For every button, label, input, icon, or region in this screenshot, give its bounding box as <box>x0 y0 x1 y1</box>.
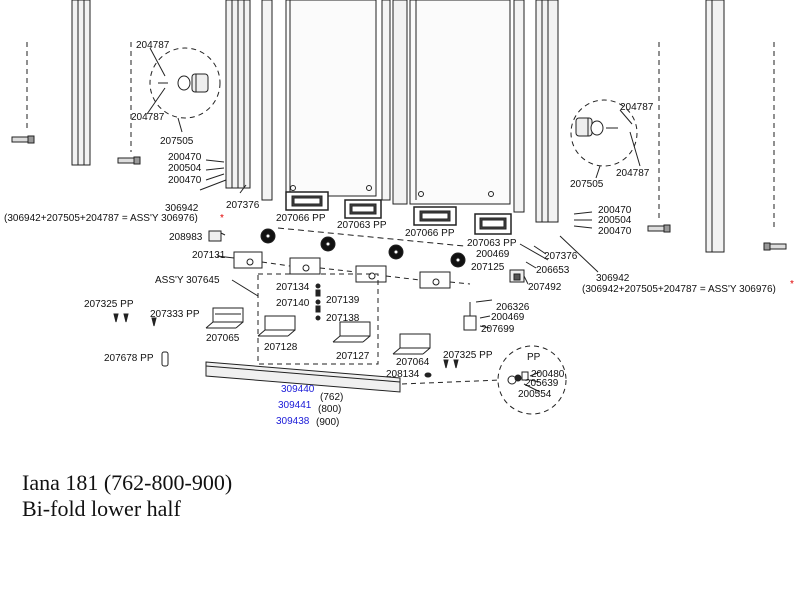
label-207505-left: 207505 <box>160 136 194 147</box>
size-800: (800) <box>318 404 341 415</box>
block-208983 <box>208 230 226 242</box>
label-207139: 207139 <box>326 295 360 306</box>
label-208983: 208983 <box>169 232 203 243</box>
label-200469-a: 200469 <box>476 249 510 260</box>
left-wall-screw <box>11 135 35 144</box>
label-207325-left: 207325 PP <box>84 299 134 310</box>
label-207678: 207678 PP <box>104 353 154 364</box>
left-outer-profile <box>71 0 91 166</box>
label-207376-right: 207376 <box>544 251 578 262</box>
label-207140: 207140 <box>276 298 310 309</box>
label-207066-right: 207066 PP <box>405 228 455 239</box>
left-pivot-detail-circle <box>149 47 221 119</box>
label-206653: 206653 <box>536 265 570 276</box>
bottom-detail-circle <box>497 345 567 415</box>
pins-207325-left <box>113 313 157 327</box>
clip-207678 <box>161 351 169 367</box>
right-door-panel <box>409 0 525 213</box>
caption-model: Iana 181 (762-800-900) <box>22 470 233 495</box>
bracket-207127 <box>332 321 371 343</box>
label-200470-right-a: 200470 <box>598 205 632 216</box>
label-207127: 207127 <box>336 351 370 362</box>
label-200504-left: 200504 <box>168 163 202 174</box>
label-207063-left: 207063 PP <box>337 220 387 231</box>
part-labels: 204787 204787 207505 200470 200504 20047… <box>4 40 794 428</box>
threshold-bar <box>205 361 401 393</box>
label-207505-right: 207505 <box>570 179 604 190</box>
label-200469-b: 200469 <box>491 312 525 323</box>
part-208134 <box>424 372 432 378</box>
label-200504-right: 200504 <box>598 215 632 226</box>
magnet-discs <box>260 228 466 268</box>
bracket-207065 <box>205 307 244 329</box>
bracket-207128 <box>257 315 296 337</box>
right-wall-profile <box>535 0 559 223</box>
label-assy-307645: ASS'Y 307645 <box>155 275 220 286</box>
bracket-207064 <box>392 333 431 355</box>
left-wall-profile <box>225 0 251 189</box>
label-306942-left: 306942 <box>165 203 199 214</box>
label-207699: 207699 <box>481 324 515 335</box>
size-code-309438: 309438 <box>276 416 310 427</box>
size-762: (762) <box>320 392 343 403</box>
label-207128: 207128 <box>264 342 298 353</box>
size-900: (900) <box>316 417 339 428</box>
label-207064: 207064 <box>396 357 430 368</box>
guide-206326 <box>463 299 493 331</box>
screw-stack <box>315 283 321 321</box>
label-204787-top-left: 204787 <box>136 40 170 51</box>
handle-207066-left <box>285 191 329 211</box>
right-wall-plug <box>647 224 671 233</box>
label-200480: 200480 <box>531 369 565 380</box>
label-200554: 200554 <box>518 389 552 400</box>
label-204787-bottom-right: 204787 <box>616 168 650 179</box>
label-207131: 207131 <box>192 250 226 261</box>
roller-207492 <box>509 269 525 283</box>
handle-207063-right <box>474 213 512 235</box>
assembly-307645-box <box>257 273 379 365</box>
left-door-panel <box>261 0 408 205</box>
label-207376-left: 207376 <box>226 200 260 211</box>
label-207066-left: 207066 PP <box>276 213 326 224</box>
guide-parts <box>507 371 529 385</box>
assy-right-asterisk: * <box>790 279 794 290</box>
label-200470-left-b: 200470 <box>168 175 202 186</box>
label-204787-bottom-left: 204787 <box>131 112 165 123</box>
label-assy-306976-left: (306942+207505+204787 = ASS'Y 306976) <box>4 213 198 224</box>
handle-207066-right <box>413 206 457 226</box>
label-207492: 207492 <box>528 282 562 293</box>
label-207325-right: 207325 PP <box>443 350 493 361</box>
label-207333: 207333 PP <box>150 309 200 320</box>
label-208134: 208134 <box>386 369 420 380</box>
label-200470-left-a: 200470 <box>168 152 202 163</box>
assy-left-asterisk: * <box>220 213 224 224</box>
label-207065: 207065 <box>206 333 240 344</box>
label-207138: 207138 <box>326 313 360 324</box>
label-pp-detail: PP <box>527 352 541 363</box>
label-assy-306976-right: (306942+207505+204787 = ASS'Y 306976) <box>582 284 776 295</box>
right-wall-screw <box>763 242 787 251</box>
label-206326: 206326 <box>496 302 530 313</box>
label-200470-right-b: 200470 <box>598 226 632 237</box>
left-wall-plug <box>117 156 141 165</box>
label-306942-right: 306942 <box>596 273 630 284</box>
caption-subtitle: Bi-fold lower half <box>22 496 181 521</box>
label-205639: 205639 <box>525 378 559 389</box>
label-207125: 207125 <box>471 262 505 273</box>
label-207063-right: 207063 PP <box>467 238 517 249</box>
size-code-309441: 309441 <box>278 400 312 411</box>
label-204787-top-right: 204787 <box>620 102 654 113</box>
right-pivot-detail-circle <box>570 99 638 167</box>
right-outer-profile <box>705 0 725 253</box>
left-pivot-bracket <box>158 73 209 93</box>
handle-207063-left <box>344 199 382 219</box>
right-pivot-bracket <box>575 117 618 137</box>
label-207134: 207134 <box>276 282 310 293</box>
pins-207325-right <box>443 359 459 369</box>
size-code-309440: 309440 <box>281 384 315 395</box>
